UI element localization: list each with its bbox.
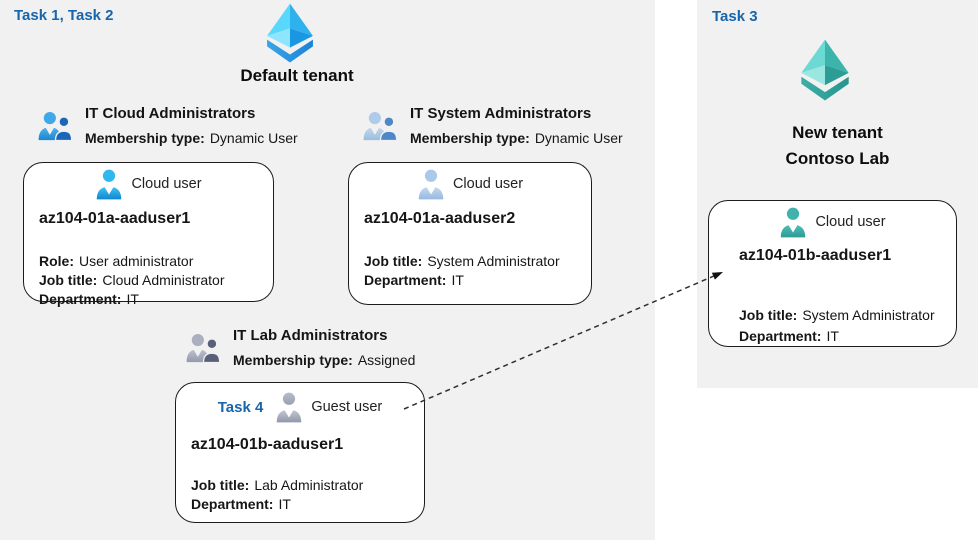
user-type-label: Cloud user [452,176,524,192]
field-department: Department:IT [364,272,464,288]
membership-type: Membership type:Dynamic User [85,130,298,146]
user-name: az104-01b-aaduser1 [739,247,892,264]
azure-ad-tenant-icon [256,3,324,65]
group-it-system-administrators: IT System Administrators Membership type… [363,102,623,150]
task-3-label: Task 3 [712,8,758,25]
field-job-title: Job title:System Administrator [364,253,560,269]
default-tenant-title: Default tenant [240,66,354,85]
group-it-lab-administrators: IT Lab Administrators Membership type:As… [186,324,415,372]
user-card-aaduser1: Cloud user az104-01a-aaduser1 Role:User … [23,162,274,307]
group-it-cloud-administrators: IT Cloud Administrators Membership type:… [38,102,298,150]
new-tenant-title-line2: Contoso Lab [785,149,890,168]
field-role: Role:User administrator [39,253,194,269]
group-title: IT Cloud Administrators [85,105,256,122]
user-fields: Role:User administrator Job title:Cloud … [39,252,273,309]
user-name: az104-01a-aaduser1 [39,210,191,227]
user-card-aaduser2: Cloud user az104-01a-aaduser2 Job title:… [348,162,592,305]
card-header: Cloud user [709,205,956,239]
group-users-icon [186,333,220,363]
user-name: az104-01a-aaduser2 [364,210,516,227]
field-department: Department:IT [191,496,291,512]
user-fields: Job title:Lab Administrator Department:I… [191,476,424,514]
user-type-label: Cloud user [131,176,202,192]
field-department: Department:IT [39,291,139,307]
group-title: IT Lab Administrators [233,327,388,344]
azure-ad-new-tenant-icon [793,38,857,104]
task-4-label: Task 4 [217,398,264,416]
field-job-title: Job title:Cloud Administrator [39,272,225,288]
new-tenant-title-line1: New tenant [792,123,883,142]
membership-type: Membership type:Assigned [233,352,416,368]
guest-user-card: Task 4 Guest user az104-01b-aaduser1 Job… [175,382,425,523]
card-header: Cloud user [349,167,591,201]
membership-type: Membership type:Dynamic User [410,130,623,146]
user-fields: Job title:System Administrator Departmen… [739,305,956,347]
cloud-user-icon [781,207,806,238]
user-fields: Job title:System Administrator Departmen… [364,252,591,290]
guest-user-icon [277,392,302,423]
user-name: az104-01b-aaduser1 [191,436,344,453]
card-header: Cloud user [24,167,273,201]
cloud-user-icon [97,169,122,200]
task-1-2-label: Task 1, Task 2 [14,7,114,24]
cloud-user-icon [418,169,444,200]
user-type-label: Cloud user [815,214,886,230]
group-title: IT System Administrators [410,105,592,122]
user-type-label: Guest user [311,399,383,415]
group-users-icon [363,111,397,141]
field-job-title: Job title:Lab Administrator [191,477,364,493]
group-users-icon [38,111,72,141]
field-department: Department:IT [739,328,839,344]
card-header: Task 4 Guest user [176,390,424,424]
field-job-title: Job title:System Administrator [739,307,935,323]
new-tenant-user-card: Cloud user az104-01b-aaduser1 Job title:… [708,200,957,347]
